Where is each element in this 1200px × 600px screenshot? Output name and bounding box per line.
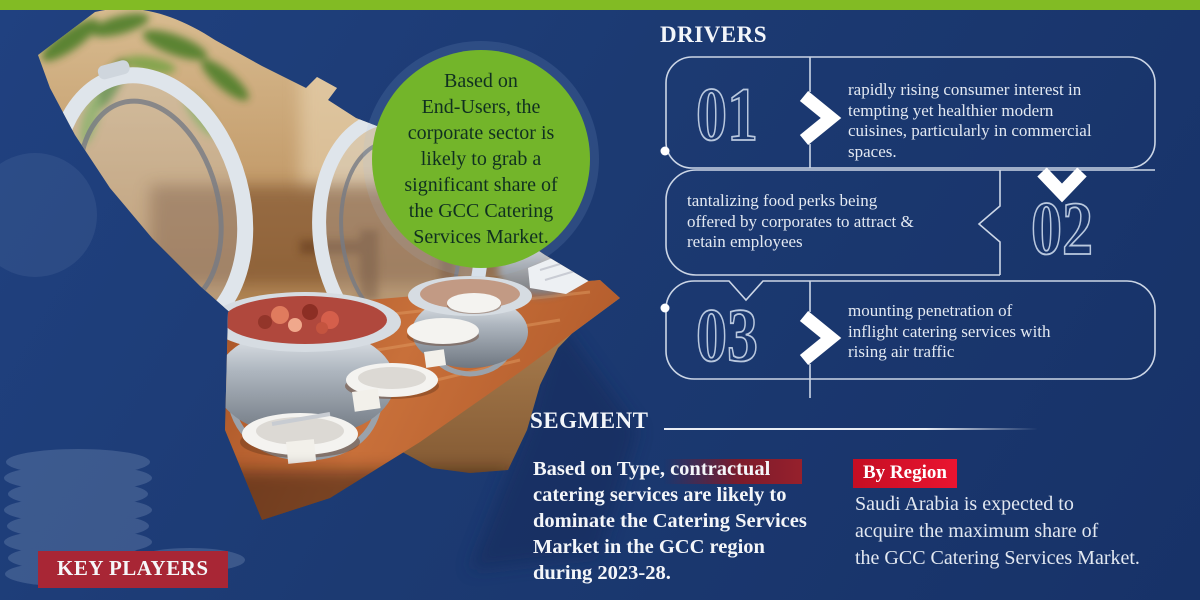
chafing-lid-left (46, 60, 254, 343)
chevron-right-icon (799, 90, 842, 146)
folded-napkin (528, 250, 604, 294)
driver-number-2: 02 (1031, 187, 1093, 271)
place-cards (286, 349, 447, 464)
segment-divider-line (664, 428, 1038, 430)
connector-dot (660, 146, 670, 156)
segment-title: SEGMENT (530, 408, 649, 433)
drivers-title: DRIVERS (660, 22, 768, 47)
driver-number-1: 01 (696, 73, 758, 157)
chafing-pot-food (209, 292, 401, 462)
red-highlight (664, 459, 802, 484)
chevron-down-icon (1037, 167, 1087, 203)
key-players-badge: KEY PLAYERS (38, 551, 228, 588)
chevron-right-icon (799, 310, 842, 366)
driver-number-3: 03 (696, 294, 758, 378)
end-users-callout-text: Based on End-Users, the corporate sector… (404, 70, 558, 248)
by-region-badge: By Region (853, 459, 957, 488)
end-users-callout: Based on End-Users, the corporate sector… (372, 50, 590, 268)
connector-dot (660, 303, 670, 313)
white-bowls (240, 293, 501, 458)
driver-1-text: rapidly rising consumer interest in temp… (848, 80, 1092, 161)
driver-2-text: tantalizing food perks being offered by … (687, 191, 914, 251)
top-accent-bar (0, 0, 1200, 10)
region-text: Saudi Arabia is expected to acquire the … (855, 493, 1140, 569)
segment-type-text: Based on Type, contractual catering serv… (533, 458, 807, 584)
background-plate-stacks (0, 153, 245, 587)
plant-leaves (41, 13, 249, 146)
under-table-shadow (210, 470, 510, 520)
driver-3-text: mounting penetration of inflight caterin… (848, 301, 1051, 361)
